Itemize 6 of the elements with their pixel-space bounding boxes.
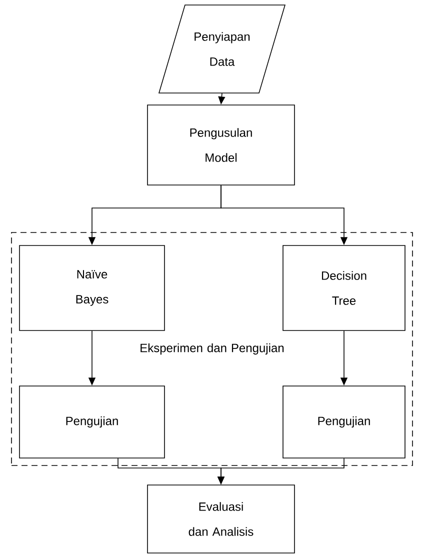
process-box: Naïve Bayes (19, 245, 165, 331)
process-box: Decision Tree (282, 245, 406, 331)
process-box: Pengujian (282, 386, 406, 458)
process-box: Pengusulan Model (147, 104, 295, 186)
process-box: Pengujian (19, 386, 165, 458)
process-box: Evaluasi dan Analisis (147, 484, 295, 554)
